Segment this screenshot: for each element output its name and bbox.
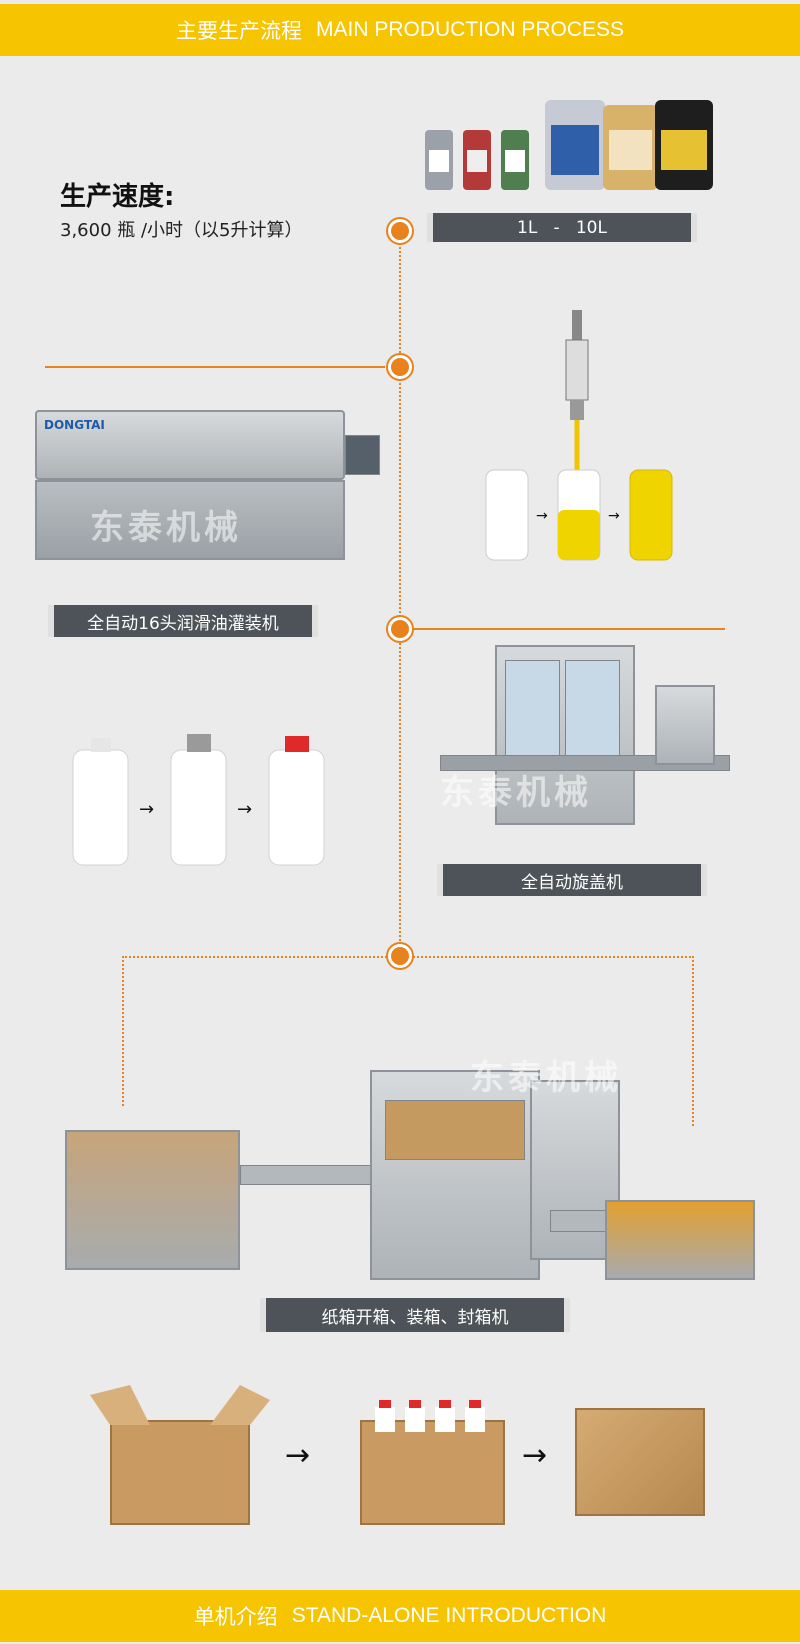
filling-diagram: → → <box>480 305 680 565</box>
svg-text:→: → <box>139 799 154 820</box>
arrow-right-icon: → <box>285 1438 311 1473</box>
timeline-drop-left <box>122 956 124 1106</box>
timeline-branch-filler <box>45 366 385 368</box>
timeline-vertical <box>399 232 401 952</box>
capping-diagram: → → <box>65 730 335 870</box>
filler-watermark: 东泰机械 <box>90 508 242 548</box>
capper-watermark: 东泰机械 <box>440 773 592 813</box>
header-banner: 主要生产流程 MAIN PRODUCTION PROCESS <box>0 4 800 56</box>
timeline-node-1 <box>386 217 414 245</box>
capper-machine-image: 东泰机械 <box>440 645 730 845</box>
svg-text:→: → <box>536 508 548 524</box>
timeline-branch-capper <box>413 628 725 630</box>
footer-title-cn: 单机介绍 <box>193 1605 278 1629</box>
filler-label: 全自动16头润滑油灌装机 <box>48 605 318 637</box>
packing-label: 纸箱开箱、装箱、封箱机 <box>260 1298 570 1332</box>
timeline-node-3 <box>386 615 414 643</box>
open-carton-flaps <box>90 1385 270 1425</box>
open-carton-image <box>110 1420 250 1525</box>
header-title-en: MAIN PRODUCTION PROCESS <box>315 18 625 41</box>
timeline-node-4 <box>386 942 414 970</box>
timeline-drop-right <box>692 956 694 1126</box>
filler-brand: DONGTAI <box>44 418 105 432</box>
capper-label: 全自动旋盖机 <box>437 864 707 896</box>
packing-watermark: 东泰机械 <box>470 1058 622 1098</box>
carton-bottles <box>370 1392 500 1432</box>
svg-text:→: → <box>237 799 252 820</box>
svg-text:→: → <box>608 508 620 524</box>
filler-machine-image: DONGTAI 东泰机械 <box>20 390 380 580</box>
header-title-cn: 主要生产流程 <box>175 19 302 43</box>
footer-banner: 单机介绍 STAND-ALONE INTRODUCTION <box>0 1590 800 1642</box>
bottle-range-label: 1L - 10L <box>427 213 697 242</box>
oil-bottles-image <box>425 95 715 195</box>
footer-title-en: STAND-ALONE INTRODUCTION <box>291 1604 607 1627</box>
filled-carton-image <box>360 1420 505 1525</box>
packing-line-image: 东泰机械 <box>50 1050 760 1300</box>
speed-title: 生产速度: <box>60 182 175 212</box>
arrow-right-icon: → <box>522 1438 548 1473</box>
sealed-carton-image <box>575 1408 705 1516</box>
timeline-node-2 <box>386 353 414 381</box>
speed-text: 3,600 瓶 /小时（以5升计算） <box>60 220 303 241</box>
